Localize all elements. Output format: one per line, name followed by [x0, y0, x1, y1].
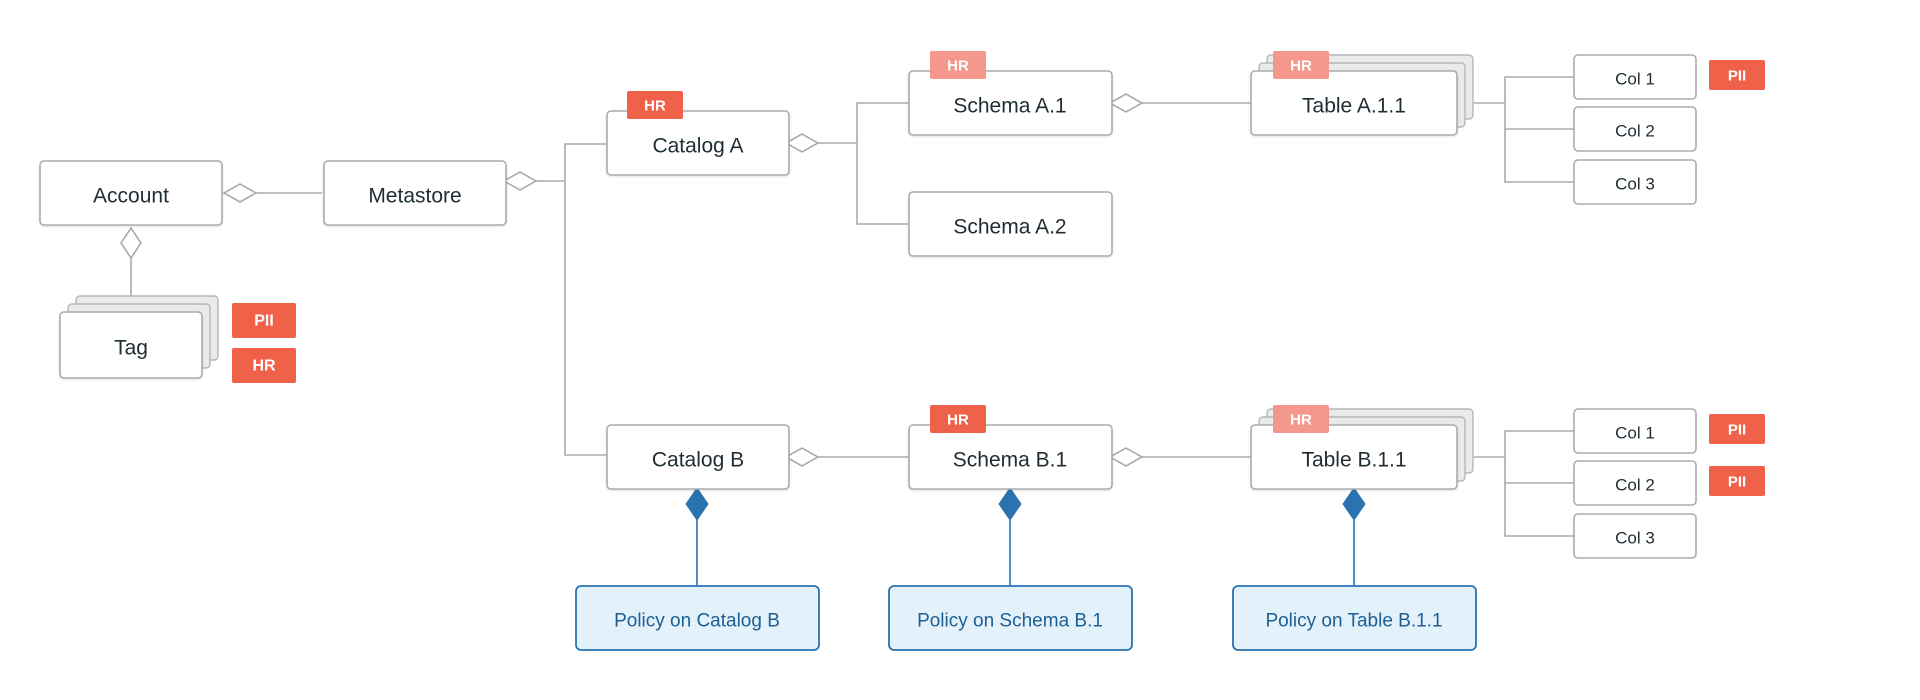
schema-b1-hr-badge[interactable]	[930, 405, 986, 433]
catalog-b-label: Catalog B	[652, 449, 744, 472]
tag-node[interactable]	[59, 311, 203, 379]
composition-diamond-catalog-b	[685, 487, 709, 521]
connector-catalog-a-schemas	[856, 102, 909, 225]
schema-a1-hr-badge[interactable]	[930, 51, 986, 79]
col-b3-label: Col 3	[1615, 529, 1655, 548]
col-a1-pii-text: PII	[1728, 68, 1746, 85]
account-label: Account	[93, 185, 169, 208]
policy-schema-b1-label: Policy on Schema B.1	[917, 611, 1103, 632]
policy-table-b11-label: Policy on Table B.1.1	[1265, 611, 1442, 632]
composition-diamond-schema-b1	[998, 487, 1022, 521]
col-a2-node[interactable]	[1573, 106, 1697, 152]
connectors	[130, 76, 1574, 537]
schema-b1-hr-text: HR	[947, 412, 969, 429]
col-b1-pii-text: PII	[1728, 422, 1746, 439]
col-b2-pii-text: PII	[1728, 474, 1746, 491]
table-a11-label: Table A.1.1	[1302, 95, 1406, 118]
col-a1-node[interactable]	[1573, 54, 1697, 100]
schema-b1-node[interactable]	[908, 424, 1113, 490]
tag-pii-badge[interactable]	[232, 303, 296, 338]
aggregation-diamonds	[120, 93, 1144, 467]
col-b2-pii-badge[interactable]	[1709, 466, 1765, 496]
schema-a1-node[interactable]	[908, 70, 1113, 136]
schema-a2-label: Schema A.2	[953, 216, 1066, 239]
tag-hr-text: HR	[252, 358, 276, 375]
schema-a1-hr-text: HR	[947, 58, 969, 75]
metastore-label: Metastore	[368, 185, 461, 208]
aggregation-diamond-account	[222, 183, 258, 203]
catalog-a-label: Catalog A	[652, 135, 743, 158]
col-b1-pii-badge[interactable]	[1709, 414, 1765, 444]
col-a3-node[interactable]	[1573, 159, 1697, 205]
catalog-a-hr-badge[interactable]	[627, 91, 683, 119]
aggregation-diamond-metastore	[502, 171, 538, 191]
col-a2-label: Col 2	[1615, 122, 1655, 141]
col-a1-pii-badge[interactable]	[1709, 60, 1765, 90]
catalog-b-node[interactable]	[606, 424, 790, 490]
col-b2-node[interactable]	[1573, 460, 1697, 506]
aggregation-diamond-account-tag	[120, 226, 142, 260]
col-a1-label: Col 1	[1615, 70, 1655, 89]
table-a11-hr-text: HR	[1290, 58, 1312, 75]
col-a3-label: Col 3	[1615, 175, 1655, 194]
aggregation-diamond-catalog-b	[784, 447, 820, 467]
aggregation-diamond-schema-b1	[1108, 447, 1144, 467]
policy-catalog-b-node[interactable]	[575, 585, 820, 651]
col-b3-node[interactable]	[1573, 513, 1697, 559]
tag-hr-badge[interactable]	[232, 348, 296, 383]
col-b1-node[interactable]	[1573, 408, 1697, 454]
composition-diamond-table-b11	[1342, 487, 1366, 521]
policy-catalog-b-label: Policy on Catalog B	[614, 611, 780, 632]
col-b1-label: Col 1	[1615, 424, 1655, 443]
tag-label: Tag	[114, 337, 148, 360]
policy-connectors	[696, 520, 1355, 586]
table-b11-label: Table B.1.1	[1301, 449, 1406, 472]
tag-badges	[232, 51, 1765, 496]
policy-table-b11-node[interactable]	[1232, 585, 1477, 651]
table-b11-hr-text: HR	[1290, 412, 1312, 429]
policy-schema-b1-node[interactable]	[888, 585, 1133, 651]
aggregation-diamond-catalog-a	[784, 133, 820, 153]
account-node[interactable]	[39, 160, 223, 226]
table-b11-node[interactable]	[1250, 424, 1458, 490]
table-a11-node[interactable]	[1250, 70, 1458, 136]
catalog-a-node[interactable]	[606, 110, 790, 176]
table-b11-hr-badge[interactable]	[1273, 405, 1329, 433]
tag-pii-text: PII	[254, 313, 274, 330]
table-a11-hr-badge[interactable]	[1273, 51, 1329, 79]
schema-a1-label: Schema A.1	[953, 95, 1066, 118]
aggregation-diamond-schema-a1	[1108, 93, 1144, 113]
schema-b1-label: Schema B.1	[953, 449, 1067, 472]
connector-metastore-catalogs	[564, 143, 607, 456]
catalog-a-hr-text: HR	[644, 98, 666, 115]
metastore-node[interactable]	[323, 160, 507, 226]
composition-diamonds	[685, 487, 1366, 521]
schema-a2-node[interactable]	[908, 191, 1113, 257]
col-b2-label: Col 2	[1615, 476, 1655, 495]
